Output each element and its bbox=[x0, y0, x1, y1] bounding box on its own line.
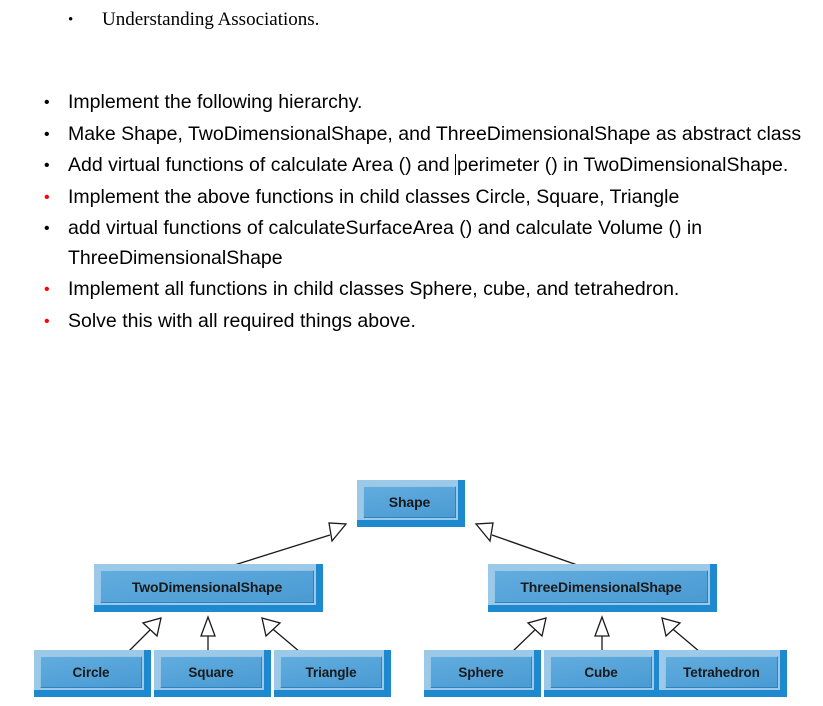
text-caret bbox=[454, 154, 456, 175]
bullet-glyph-icon: • bbox=[68, 12, 74, 28]
node-bevel-right bbox=[534, 650, 541, 697]
bullet-glyph-icon: • bbox=[44, 188, 50, 206]
list-item: • add virtual functions of calculateSurf… bbox=[0, 214, 823, 273]
node-face: Shape bbox=[363, 486, 456, 518]
node-bevel-bottom bbox=[544, 690, 661, 697]
bullet-glyph-icon: • bbox=[44, 94, 50, 111]
node-bevel-right bbox=[458, 480, 465, 527]
arrowhead-generalization bbox=[474, 522, 494, 543]
class-node-label: TwoDimensionalShape bbox=[131, 578, 283, 595]
node-face: Tetrahedron bbox=[665, 656, 778, 688]
node-face: ThreeDimensionalShape bbox=[494, 570, 708, 603]
class-node-circle[interactable]: Circle bbox=[34, 650, 151, 697]
node-bevel-bottom bbox=[659, 690, 787, 697]
arrowhead-generalization bbox=[200, 615, 216, 637]
arrowhead-generalization bbox=[141, 617, 162, 638]
node-face: Square bbox=[160, 656, 262, 688]
class-node-label: Cube bbox=[584, 664, 618, 680]
node-bevel-bottom bbox=[94, 605, 323, 612]
node-bevel-bottom bbox=[274, 690, 391, 697]
class-node-tetrahedron[interactable]: Tetrahedron bbox=[659, 650, 787, 697]
node-face: Sphere bbox=[430, 656, 532, 688]
node-bevel-bottom bbox=[154, 690, 271, 697]
node-bevel-right bbox=[710, 564, 717, 612]
node-bevel-right bbox=[780, 650, 787, 697]
class-node-label: Square bbox=[188, 664, 234, 680]
bullet-glyph-icon: • bbox=[44, 281, 50, 298]
class-node-label: Shape bbox=[388, 494, 431, 510]
class-node-triangle[interactable]: Triangle bbox=[274, 650, 391, 697]
class-node-label: Triangle bbox=[305, 664, 357, 680]
bullet-glyph-icon: • bbox=[44, 125, 50, 143]
edge-threed-to-shape bbox=[491, 534, 584, 568]
arrowhead-generalization bbox=[661, 617, 682, 638]
list-item: • Implement the above functions in child… bbox=[0, 183, 823, 213]
class-node-threedimensionalshape[interactable]: ThreeDimensionalShape bbox=[488, 564, 717, 612]
class-node-shape[interactable]: Shape bbox=[357, 480, 465, 527]
arrowhead-generalization bbox=[594, 615, 610, 637]
list-item-text-after-caret: perimeter () in TwoDimensionalShape. bbox=[456, 154, 789, 176]
bullet-glyph-icon: • bbox=[44, 220, 50, 237]
bullet-glyph-icon: • bbox=[44, 157, 50, 174]
node-face: Circle bbox=[40, 656, 142, 688]
list-item-text: Implement the following hierarchy. bbox=[68, 91, 363, 113]
bullet-glyph-icon: • bbox=[44, 312, 50, 330]
class-node-label: ThreeDimensionalShape bbox=[520, 578, 682, 595]
node-bevel-right bbox=[654, 650, 661, 697]
arrowhead-generalization bbox=[328, 522, 348, 543]
intro-note-text: Understanding Associations. bbox=[102, 9, 320, 30]
node-face: Cube bbox=[550, 656, 652, 688]
list-item-text-before-caret: Add virtual functions of calculate Area … bbox=[68, 154, 455, 176]
list-item-text: Implement the above functions in child c… bbox=[68, 185, 680, 208]
class-node-cube[interactable]: Cube bbox=[544, 650, 661, 697]
node-bevel-bottom bbox=[424, 690, 541, 697]
node-face: TwoDimensionalShape bbox=[100, 570, 314, 603]
list-item-text: Implement all functions in child classes… bbox=[68, 278, 680, 300]
generalization-arrows-layer bbox=[127, 522, 701, 653]
list-item: • Implement the following hierarchy. bbox=[0, 88, 823, 118]
uml-class-diagram: Shape TwoDimensionalShape ThreeDimension… bbox=[0, 455, 823, 706]
list-item: • Add virtual functions of calculate Are… bbox=[0, 151, 823, 181]
class-node-label: Sphere bbox=[458, 664, 504, 680]
class-node-square[interactable]: Square bbox=[154, 650, 271, 697]
node-bevel-right bbox=[264, 650, 271, 697]
arrowhead-generalization bbox=[261, 617, 282, 638]
arrowhead-generalization bbox=[526, 617, 547, 638]
node-face: Triangle bbox=[280, 656, 382, 688]
requirements-list: • Implement the following hierarchy. • M… bbox=[0, 88, 823, 338]
list-item-text: add virtual functions of calculateSurfac… bbox=[68, 217, 703, 269]
class-node-sphere[interactable]: Sphere bbox=[424, 650, 541, 697]
node-bevel-right bbox=[144, 650, 151, 697]
list-item: • Make Shape, TwoDimensionalShape, and T… bbox=[0, 120, 823, 150]
class-node-label: Circle bbox=[72, 664, 110, 680]
node-bevel-bottom bbox=[357, 520, 465, 527]
node-bevel-right bbox=[316, 564, 323, 612]
node-bevel-bottom bbox=[34, 690, 151, 697]
class-node-twodimensionalshape[interactable]: TwoDimensionalShape bbox=[94, 564, 323, 612]
list-item: • Solve this with all required things ab… bbox=[0, 307, 823, 337]
list-item-text: Make Shape, TwoDimensionalShape, and Thr… bbox=[68, 122, 802, 145]
list-item-text: Solve this with all required things abov… bbox=[68, 309, 416, 332]
node-bevel-bottom bbox=[488, 605, 717, 612]
list-item: • Implement all functions in child class… bbox=[0, 275, 823, 305]
edge-twod-to-shape bbox=[227, 534, 331, 568]
class-node-label: Tetrahedron bbox=[683, 664, 760, 680]
node-bevel-right bbox=[384, 650, 391, 697]
